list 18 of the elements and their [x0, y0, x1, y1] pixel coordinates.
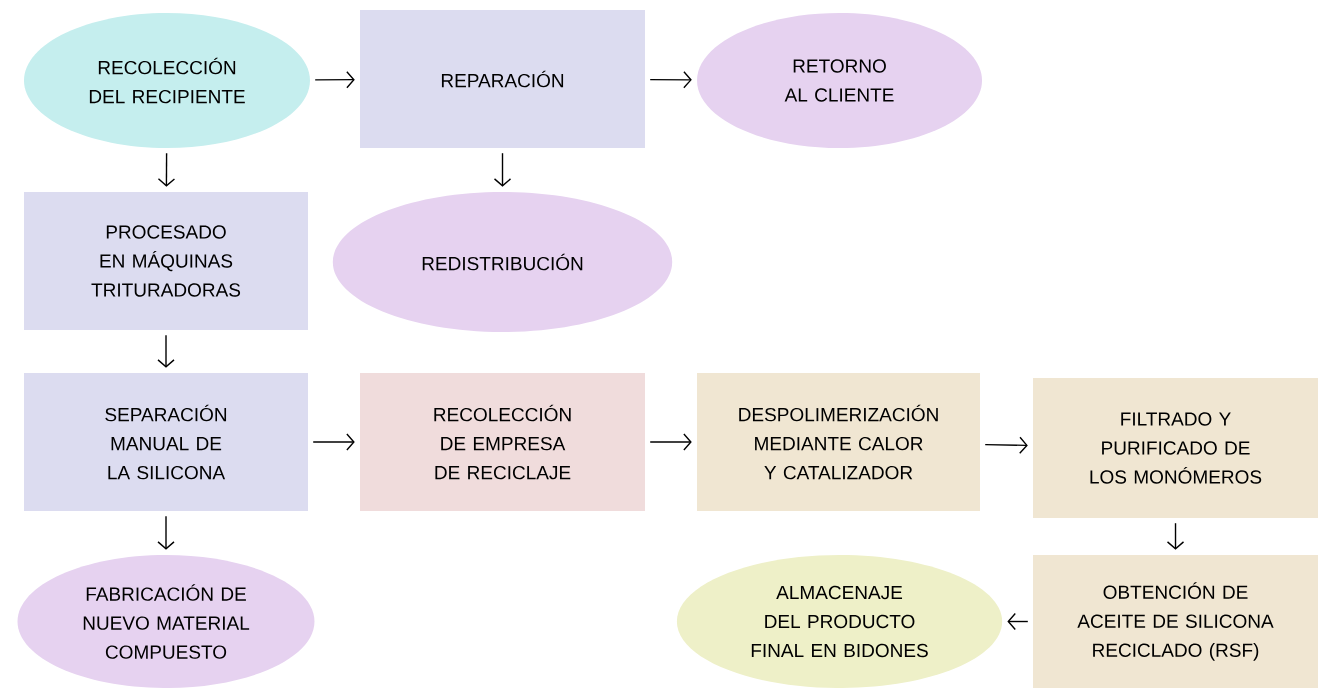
process-box: RECOLECCIÓN DE EMPRESA DE RECICLAJE: [360, 373, 645, 511]
arrow: [157, 152, 176, 187]
arrow: [157, 515, 175, 550]
process-box: PROCESADO EN MÁQUINAS TRITURADORAS: [24, 192, 308, 330]
process-box: DESPOLIMERIZACIÓN MEDIANTE CALOR Y CATALIZADOR: [697, 373, 980, 511]
arrow: [984, 436, 1028, 454]
arrow: [314, 71, 355, 89]
process-box: OBTENCIÓN DE ACEITE DE SILICONA RECICLADO (RSF): [1033, 555, 1318, 688]
arrow: [649, 71, 692, 89]
process-box: SEPARACIÓN MANUAL DE LA SILICONA: [24, 373, 308, 511]
process-box: REPARACIÓN: [360, 10, 645, 148]
arrow: [493, 152, 512, 187]
arrow: [649, 433, 692, 451]
arrow: [1007, 612, 1029, 631]
arrow: [1166, 522, 1185, 550]
process-box: FILTRADO Y PURIFICADO DE LOS MONÓMEROS: [1033, 378, 1318, 518]
arrow: [157, 334, 175, 368]
arrow: [312, 433, 355, 451]
